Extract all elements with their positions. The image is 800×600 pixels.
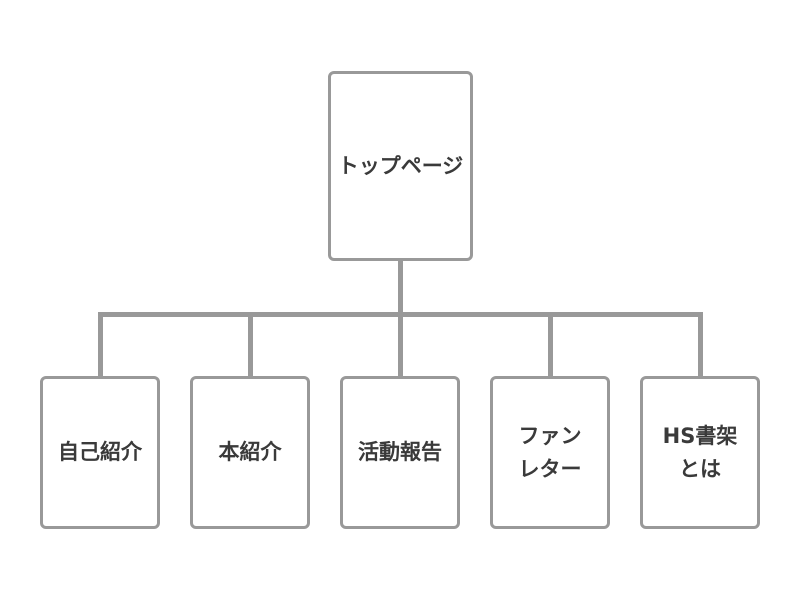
node-top-page: トップページ: [328, 71, 473, 261]
node-hon-shoukai-label: 本紹介: [218, 440, 282, 464]
root-stem-connector: [398, 259, 403, 317]
node-jiko-shoukai: 自己紹介: [40, 376, 160, 529]
node-katsudou-houkoku-label: 活動報告: [358, 440, 442, 464]
branch-connector-jiko-shoukai: [98, 312, 103, 378]
node-hs-shoka-towa-label: HS書架 とは: [662, 423, 738, 481]
branch-connector-katsudou-houkoku: [398, 312, 403, 378]
node-fan-letter: ファン レター: [490, 376, 610, 529]
branch-connector-hs-shoka: [698, 312, 703, 378]
node-hs-shoka-towa: HS書架 とは: [640, 376, 760, 529]
node-hon-shoukai: 本紹介: [190, 376, 310, 529]
node-top-page-label: トップページ: [337, 153, 464, 178]
branch-connector-fan-letter: [548, 312, 553, 378]
node-jiko-shoukai-label: 自己紹介: [58, 440, 142, 464]
node-katsudou-houkoku: 活動報告: [340, 376, 460, 529]
node-fan-letter-label: ファン レター: [518, 423, 582, 481]
branch-connector-hon-shoukai: [248, 312, 253, 378]
